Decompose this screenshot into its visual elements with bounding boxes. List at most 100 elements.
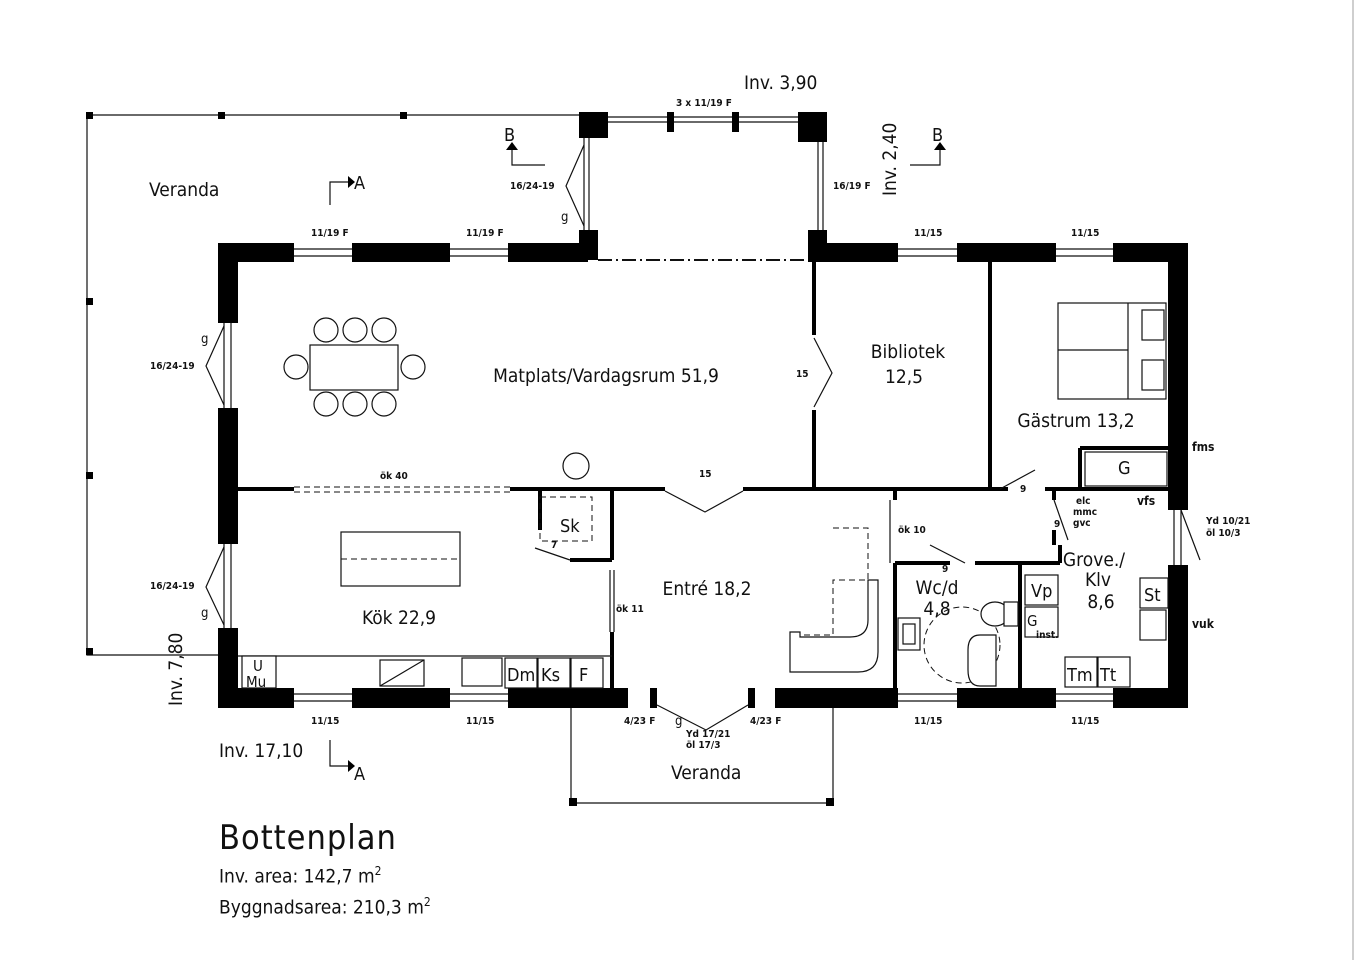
room-bibliotek-name: Bibliotek xyxy=(871,341,946,363)
section-marker-a-bottom: A xyxy=(329,740,365,785)
plan-byggnadsarea: Byggnadsarea: 210,3 m2 xyxy=(219,889,431,920)
kitchen-island xyxy=(340,531,461,587)
section-marker-b-right: B xyxy=(910,125,946,166)
annot-window-bottom-3: 11/15 xyxy=(914,716,942,727)
room-wc-name: Wc/d xyxy=(916,577,959,599)
room-entre: Entré 18,2 xyxy=(663,578,752,600)
utility-fixtures xyxy=(1024,451,1169,688)
room-gastrum: Gästrum 13,2 xyxy=(1017,410,1134,432)
fixture-dm: Dm xyxy=(507,665,535,686)
section-b-label: B xyxy=(504,125,515,146)
fixture-g-small: G xyxy=(1027,612,1037,630)
fixture-ks: Ks xyxy=(541,665,560,686)
annot-window-top-1: 11/19 F xyxy=(311,228,349,239)
annot-yd-bottom-1: Yd 17/21 xyxy=(685,729,730,740)
annot-window-top-4: 11/15 xyxy=(1071,228,1099,239)
veranda-outline-bottom xyxy=(569,708,834,806)
annot-fms: fms xyxy=(1192,440,1214,454)
annot-bay-side-left: 16/24-19 xyxy=(510,181,555,192)
annot-left-window-2: 16/24-19 xyxy=(150,581,195,592)
annot-window-bottom-1: 11/15 xyxy=(311,716,339,727)
annot-mmc: mmc xyxy=(1073,507,1097,518)
room-wc-area: 4,8 xyxy=(923,598,950,620)
annot-bay-window: 3 x 11/19 F xyxy=(676,98,732,109)
annot-g-bay: g xyxy=(561,210,568,225)
section-marker-b-left: B xyxy=(504,125,545,166)
fixture-tm: Tm xyxy=(1066,665,1093,686)
annot-g-left-2: g xyxy=(201,606,208,621)
plan-title-block: Bottenplan Inv. area: 142,7 m2 Byggnadsa… xyxy=(219,818,431,921)
annot-ok10: ök 10 xyxy=(898,525,926,536)
bed xyxy=(1057,302,1167,400)
inv-area-unit: 2 xyxy=(374,864,382,878)
annot-yd-bottom-2: öl 17/3 xyxy=(686,740,720,751)
fixture-st: St xyxy=(1144,585,1161,606)
veranda-outline-top xyxy=(86,112,580,656)
annot-vuk: vuk xyxy=(1192,617,1215,631)
level-right: Inv. 2,40 xyxy=(879,123,901,196)
doors xyxy=(534,337,1069,731)
annot-door-9-grove: 9 xyxy=(1054,519,1060,530)
annot-left-window-1: 16/24-19 xyxy=(150,361,195,372)
fixture-sk: Sk xyxy=(560,516,580,537)
interior-walls xyxy=(238,262,1168,688)
fixture-tt: Tt xyxy=(1099,665,1116,686)
fixture-vp: Vp xyxy=(1031,581,1052,602)
stove xyxy=(562,452,590,480)
room-veranda-top: Veranda xyxy=(149,179,219,201)
section-marker-a-top: A xyxy=(329,173,365,205)
bathroom-fixtures xyxy=(897,601,1019,687)
kitchen-counter xyxy=(238,655,612,689)
annot-door-right: 4/23 F xyxy=(750,716,781,727)
annot-door-9-wc: 9 xyxy=(942,564,948,575)
level-top: Inv. 3,90 xyxy=(744,72,817,94)
annot-elc: elc xyxy=(1076,496,1091,507)
annot-door-15-left: 15 xyxy=(796,369,809,380)
plan-inv-area: Inv. area: 142,7 m2 xyxy=(219,858,431,889)
annot-window-top-3: 11/15 xyxy=(914,228,942,239)
room-bibliotek-area: 12,5 xyxy=(885,366,923,388)
annot-window-bottom-2: 11/15 xyxy=(466,716,494,727)
plan-title: Bottenplan xyxy=(219,818,397,858)
dining-table-set xyxy=(283,317,426,417)
byggnadsarea-text: Byggnadsarea: 210,3 m xyxy=(219,896,424,919)
fixture-g: G xyxy=(1118,458,1131,479)
annot-door-left: 4/23 F xyxy=(624,716,655,727)
fixture-mu: Mu xyxy=(246,673,266,691)
annot-door-15-entre: 15 xyxy=(699,469,712,480)
fixture-inst: inst. xyxy=(1036,630,1059,641)
exterior-walls xyxy=(218,243,1188,708)
room-veranda-bottom: Veranda xyxy=(671,762,741,784)
annot-yd-right-1: Yd 10/21 xyxy=(1205,516,1250,527)
annot-gvc: gvc xyxy=(1073,518,1091,529)
annot-window-bottom-4: 11/15 xyxy=(1071,716,1099,727)
level-bottom: Inv. 17,10 xyxy=(219,740,303,762)
annot-window-top-2: 11/19 F xyxy=(466,228,504,239)
byggnadsarea-unit: 2 xyxy=(423,895,431,910)
annot-g-bottom: g xyxy=(675,714,682,729)
annot-vfs: vfs xyxy=(1137,494,1155,508)
fixture-f: F xyxy=(579,665,588,686)
window-glazing xyxy=(205,248,1201,702)
room-grove-name: Grove./ xyxy=(1063,549,1125,571)
stairs-and-bench xyxy=(789,527,879,673)
fixture-u: U xyxy=(253,657,263,675)
room-matplats-vardagsrum: Matplats/Vardagsrum 51,9 xyxy=(493,365,719,387)
section-a-label-bottom: A xyxy=(354,764,365,785)
annot-bay-side-right: 16/19 F xyxy=(833,181,871,192)
annot-yd-right-2: öl 10/3 xyxy=(1206,528,1240,539)
annot-ok40: ök 40 xyxy=(380,471,408,482)
room-grove-area: 8,6 xyxy=(1087,591,1114,613)
room-grove-name2: Klv xyxy=(1085,569,1111,591)
annot-door-7: 7 xyxy=(551,540,557,551)
page-edge xyxy=(1352,0,1354,960)
section-b-label-right: B xyxy=(932,125,943,146)
room-kok: Kök 22,9 xyxy=(362,607,436,629)
inv-area-text: Inv. area: 142,7 m xyxy=(219,865,375,888)
bay-window xyxy=(565,112,827,261)
annot-door-9-gastrum: 9 xyxy=(1020,484,1026,495)
section-a-label: A xyxy=(354,173,365,194)
level-left: Inv. 7,80 xyxy=(165,633,187,706)
closet-sk xyxy=(539,496,593,542)
